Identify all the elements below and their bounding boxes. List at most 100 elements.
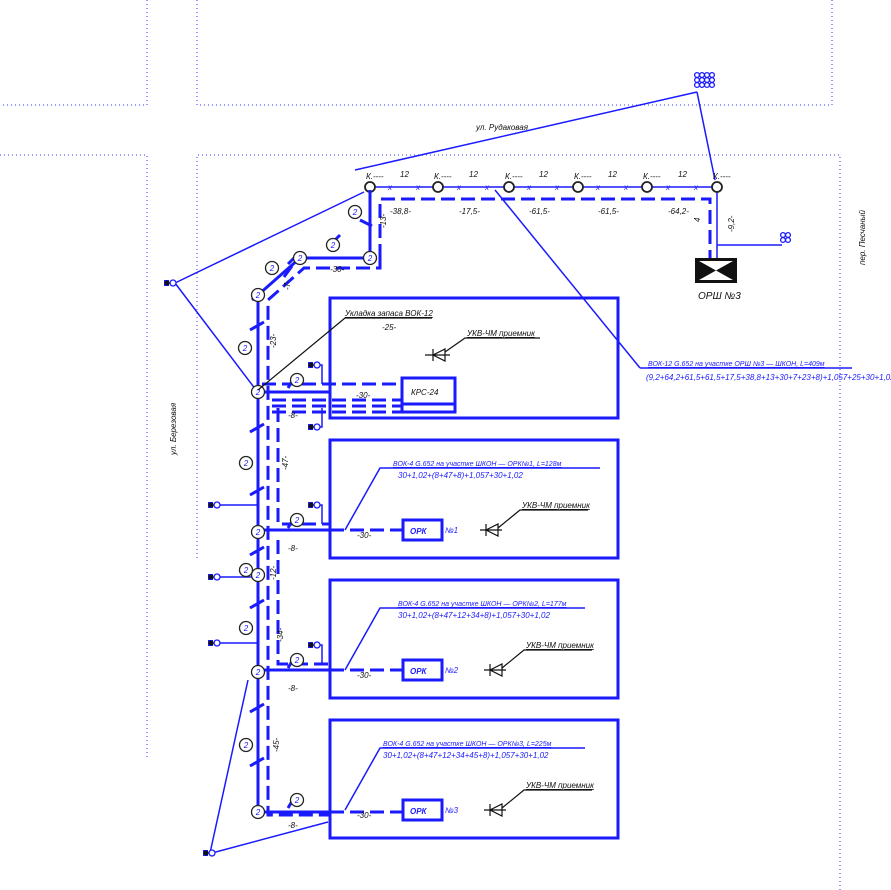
cable-well[interactable]	[711, 181, 723, 193]
riser-count: 4	[693, 217, 702, 222]
svg-text:2: 2	[352, 208, 358, 217]
section-number-marker: 2	[289, 372, 305, 388]
section-count: 12	[539, 170, 548, 179]
svg-text:2: 2	[242, 344, 248, 353]
ork-cable-formula: 30+1,02+(8+47+8)+1,057+30+1,02	[398, 471, 523, 480]
route-length: -12-	[269, 565, 278, 580]
section-number-marker: 2	[289, 512, 305, 528]
street-label-left: ул. Березовая	[169, 402, 178, 456]
cable-bundle-icon[interactable]	[779, 231, 792, 244]
duct-length: -30-	[357, 531, 372, 540]
cable-well[interactable]	[432, 181, 444, 193]
well-label: К.----	[434, 172, 452, 181]
ork-box[interactable]: ОРК	[401, 658, 444, 682]
route-length: -30-	[330, 265, 345, 274]
block-outlines	[0, 0, 841, 890]
receiver-label: УКВ-ЧМ приемник	[525, 641, 595, 650]
section-number-marker: 2	[250, 287, 266, 303]
svg-text:2: 2	[294, 796, 300, 805]
riser-length: -9,2-	[727, 215, 736, 232]
route-length: -23-	[269, 333, 278, 348]
svg-text:2: 2	[294, 656, 300, 665]
ork-cable-title: ВОК-4 G.652 на участке ШКОН — ОРК№3, L=2…	[383, 741, 552, 748]
svg-text:2: 2	[294, 376, 300, 385]
receiver-label: УКВ-ЧМ приемник	[521, 501, 591, 510]
receiver-icon-1	[425, 348, 450, 362]
section-number-marker: 2	[289, 792, 305, 808]
svg-text:2: 2	[367, 254, 373, 263]
left-duct	[266, 258, 382, 817]
section-number-marker: 2	[325, 237, 341, 253]
span-length: -61,5-	[529, 207, 550, 216]
joint-mark-icon: x	[484, 183, 490, 192]
joint-mark-icon: x	[693, 183, 699, 192]
route-length: -13-	[379, 213, 388, 228]
span-length: -17,5-	[459, 207, 480, 216]
cable-entry-icon[interactable]	[203, 849, 216, 857]
street-label-right: пер. Песчаный	[858, 209, 867, 265]
svg-text:КРС-24: КРС-24	[411, 388, 439, 397]
section-count: 12	[678, 170, 687, 179]
branch-length: -8-	[288, 821, 298, 830]
well-label: К.----	[643, 172, 661, 181]
left-route-labels: -13--30--7--23--47--12--34--45--8--8--8-…	[249, 213, 388, 830]
joint-mark-icon: x	[456, 183, 462, 192]
route-length: -45-	[272, 737, 281, 752]
cable-well[interactable]	[572, 181, 584, 193]
route-length: -47-	[281, 455, 290, 470]
cable-well[interactable]	[503, 181, 515, 193]
receiver-icon	[484, 803, 506, 817]
cable-bundle-icon[interactable]	[693, 71, 716, 89]
wells: К.----К.----К.----К.----К.----К.----	[364, 172, 731, 193]
ork-building-2: ВОК-4 G.652 на участке ШКОН — ОРК№2, L=1…	[328, 578, 620, 700]
svg-text:ОРК: ОРК	[410, 667, 428, 676]
svg-text:2: 2	[255, 528, 261, 537]
svg-text:2: 2	[269, 264, 275, 273]
cable-entry-icon[interactable]	[164, 279, 177, 287]
krs-24-box[interactable]: КРС-24	[400, 376, 457, 414]
section-number-marker: 2	[289, 652, 305, 668]
joint-mark-icon: x	[595, 183, 601, 192]
orsh-cabinet[interactable]	[695, 258, 737, 283]
cable-entry-icon[interactable]	[308, 641, 321, 649]
ork-cable-title: ВОК-4 G.652 на участке ШКОН — ОРК№1, L=1…	[393, 461, 562, 468]
section-number-marker: 2	[250, 567, 266, 583]
cable-entry-icon[interactable]	[308, 361, 321, 369]
section-number-marker: 2	[250, 384, 266, 400]
svg-text:2: 2	[294, 516, 300, 525]
ork-cable-title: ВОК-4 G.652 на участке ШКОН — ОРК№2, L=1…	[398, 601, 567, 608]
route-length: -7-	[283, 280, 292, 290]
section-number-marker: 2	[238, 737, 254, 753]
cable-entry-icon[interactable]	[308, 423, 321, 431]
joint-mark-icon: x	[387, 183, 393, 192]
branch-lines	[215, 364, 402, 814]
cable-entry-icon[interactable]	[208, 573, 221, 581]
cable-entry-icon[interactable]	[208, 639, 221, 647]
joint-mark-icon: x	[526, 183, 532, 192]
section-count: 12	[608, 170, 617, 179]
ork-number: №2	[445, 666, 459, 675]
duct-length: -30-	[357, 671, 372, 680]
section-count: 12	[469, 170, 478, 179]
orsh-label: ОРШ №3	[698, 291, 741, 302]
ork-number: №3	[445, 806, 459, 815]
span-length: -38,8-	[390, 207, 411, 216]
top-duct	[378, 197, 712, 258]
well-label: К.----	[574, 172, 592, 181]
receiver-label-1: УКВ-ЧМ приемник	[466, 329, 536, 338]
svg-text:ОРК: ОРК	[410, 807, 428, 816]
cable-well[interactable]	[641, 181, 653, 193]
svg-text:2: 2	[243, 566, 249, 575]
cable-entry-icon[interactable]	[208, 501, 221, 509]
svg-text:2: 2	[255, 388, 261, 397]
section-number-marker: 2	[238, 562, 254, 578]
cable-entry-symbols	[164, 71, 792, 857]
section-number-marker: 2	[238, 620, 254, 636]
ork-box[interactable]: ОРК	[401, 518, 444, 542]
svg-text:2: 2	[243, 624, 249, 633]
ork-box[interactable]: ОРК	[401, 798, 444, 822]
cable-entry-icon[interactable]	[308, 501, 321, 509]
svg-text:ОРК: ОРК	[410, 527, 428, 536]
